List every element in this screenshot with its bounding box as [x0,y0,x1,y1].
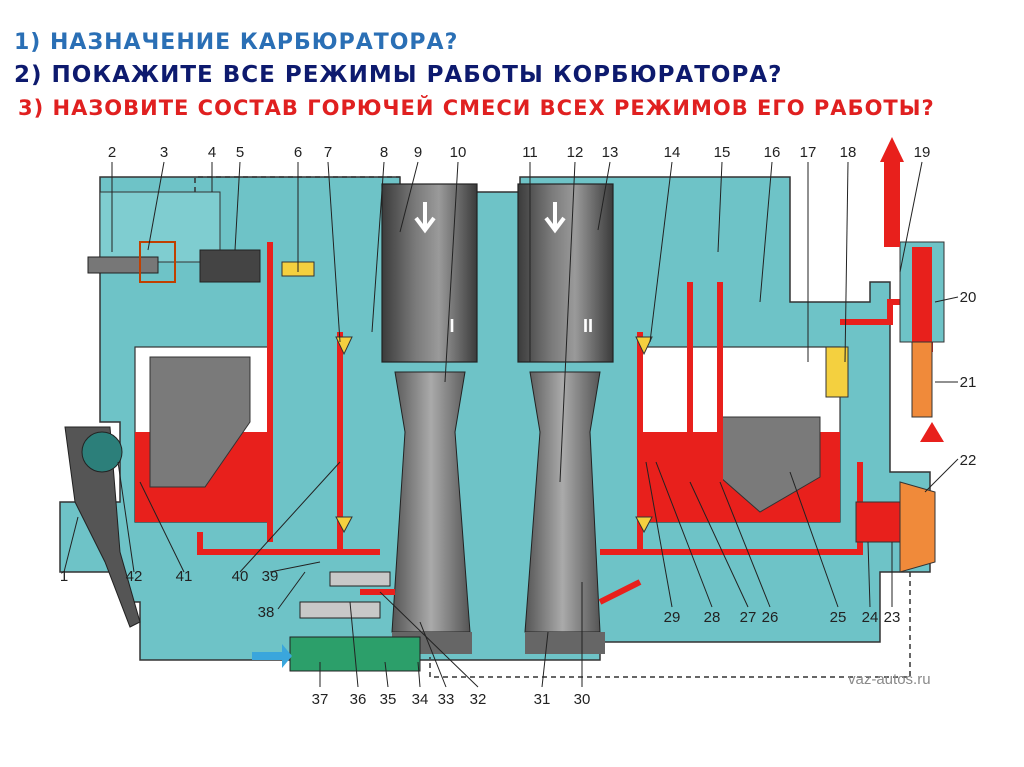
fuel-channels [137,242,933,605]
label-10: 10 [450,144,467,161]
secondary-chamber: II [517,183,614,654]
label-36: 36 [350,691,367,708]
label-29: 29 [664,609,681,626]
label-5: 5 [236,144,244,161]
label-30: 30 [574,691,591,708]
label-33: 33 [438,691,455,708]
label-37: 37 [312,691,329,708]
primary-chamber: I [381,183,478,654]
label-1: 1 [60,568,68,585]
float-chamber-left [134,346,271,523]
label-2: 2 [108,144,116,161]
label-42: 42 [126,568,143,585]
label-14: 14 [664,144,681,161]
question-1: 1) НАЗНАЧЕНИЕ КАРБЮРАТОРА? [14,30,459,55]
linkage-dashed [194,176,911,678]
label-4: 4 [208,144,216,161]
label-24: 24 [862,609,879,626]
label-7: 7 [324,144,332,161]
label-16: 16 [764,144,781,161]
label-40: 40 [232,568,249,585]
chamber-2-label: II [583,316,593,336]
question-2: 2) ПОКАЖИТЕ ВСЕ РЕЖИМЫ РАБОТЫ КОРБЮРАТОР… [14,62,783,88]
label-41: 41 [176,568,193,585]
label-38: 38 [258,604,275,621]
fuel-inlet-pipe [880,137,945,442]
label-34: 34 [412,691,429,708]
label-28: 28 [704,609,721,626]
throttle-lever [64,426,141,628]
watermark: vaz-autos.ru [848,671,931,688]
part-numbers: 2 3 4 5 6 7 8 9 10 11 12 13 14 15 16 17 … [60,144,977,708]
choke-assembly [87,241,261,283]
label-17: 17 [800,144,817,161]
label-11: 11 [522,144,538,161]
label-13: 13 [602,144,619,161]
label-6: 6 [294,144,302,161]
label-22: 22 [960,452,977,469]
carburetor-diagram: I II [59,137,977,708]
label-25: 25 [830,609,847,626]
label-23: 23 [884,609,901,626]
label-3: 3 [160,144,168,161]
float-chamber-right [639,346,841,523]
label-26: 26 [762,609,779,626]
label-19: 19 [914,144,931,161]
label-35: 35 [380,691,397,708]
label-18: 18 [840,144,857,161]
label-8: 8 [380,144,388,161]
accelerator-pump [855,481,936,573]
label-32: 32 [470,691,487,708]
label-21: 21 [960,374,977,391]
label-12: 12 [567,144,584,161]
label-39: 39 [262,568,279,585]
label-15: 15 [714,144,731,161]
label-9: 9 [414,144,422,161]
label-27: 27 [740,609,757,626]
leader-lines [63,161,959,688]
label-31: 31 [534,691,551,708]
question-3: 3) НАЗОВИТЕ СОСТАВ ГОРЮЧЕЙ СМЕСИ ВСЕХ РЕ… [18,96,935,120]
label-20: 20 [960,289,977,306]
chamber-1-label: I [449,316,454,336]
